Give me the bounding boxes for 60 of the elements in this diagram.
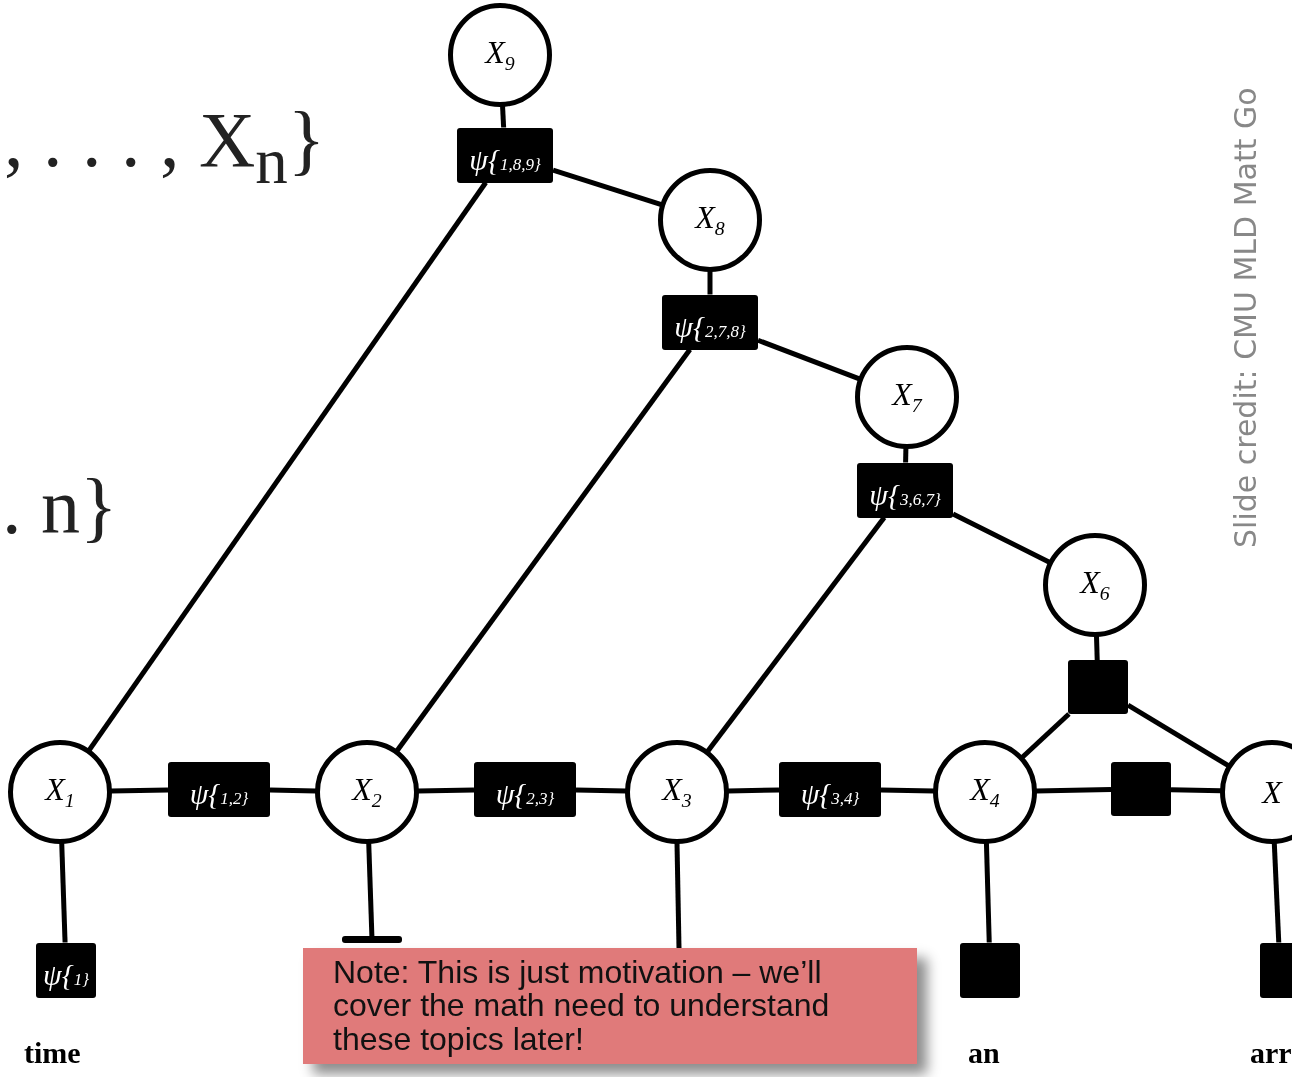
variable-label: X$_{3}$ [662, 771, 692, 813]
factor-label: ψ{3,6,7} [869, 477, 941, 512]
variable-label: X$_{6}$ [1080, 564, 1110, 606]
factor-edge [674, 842, 682, 949]
factor-node [457, 127, 553, 183]
factor-edge [1170, 787, 1222, 794]
factor-edge [705, 516, 887, 753]
note-callout: Note: This is just motivation – we’ll cover the math need to understand these topics later! [303, 948, 917, 1064]
factor-node [960, 942, 1020, 998]
variable-label: X$_{4}$ [970, 771, 1000, 813]
factor-node [474, 761, 576, 817]
factor-edge [1271, 842, 1282, 943]
factor-node [168, 761, 270, 817]
factor-edge [727, 787, 780, 794]
factor-edge [1094, 635, 1100, 661]
factor-node [662, 294, 758, 350]
factor-node [779, 761, 881, 817]
factor-edge [87, 181, 488, 752]
factor-edge [1126, 702, 1230, 768]
slide-credit: Slide credit: CMU MLD Matt Go [1228, 87, 1263, 548]
factor-node [1111, 762, 1171, 816]
factor-edge [59, 842, 68, 943]
factor-edge [575, 787, 627, 794]
variable-label: X$_{9}$ [485, 34, 515, 76]
factor-node [1068, 660, 1128, 714]
factor-label: ψ{2,3} [495, 776, 555, 811]
math-expression: , . . . , X$_{n}$} [4, 95, 326, 199]
factor-edge [903, 447, 909, 463]
factor-label: ψ{1,2} [189, 776, 249, 811]
factor-label: ψ{1,8,9} [469, 142, 541, 177]
math-expression: . n} [2, 462, 118, 552]
variable-label: X [1262, 773, 1282, 811]
factor-edge [880, 787, 935, 794]
factor-edge [395, 348, 692, 753]
factor-edge [110, 787, 169, 794]
cut-off-word: time [24, 1036, 81, 1070]
cut-off-word: arr [1250, 1036, 1292, 1070]
factor-node [1260, 942, 1292, 998]
factor-edge [1020, 712, 1071, 760]
factor-node [36, 942, 96, 998]
variable-label: X$_{8}$ [695, 199, 725, 241]
factor-edge [707, 271, 713, 295]
factor-edge [757, 337, 861, 382]
factor-label: ψ{3,4} [800, 776, 860, 811]
factor-node [342, 936, 402, 943]
factor-edge [951, 511, 1051, 565]
factor-label: ψ{1} [43, 957, 89, 992]
variable-label: X$_{1}$ [45, 771, 75, 813]
factor-edge [552, 167, 663, 207]
factor-edge [366, 842, 375, 937]
cut-off-word: an [968, 1036, 1000, 1070]
variable-label: X$_{2}$ [352, 771, 382, 813]
factor-edge [983, 842, 992, 943]
factor-edge [269, 787, 317, 794]
factor-edge [500, 105, 507, 128]
factor-label: ψ{2,7,8} [674, 309, 746, 344]
factor-node [857, 462, 953, 518]
factor-edge [1035, 787, 1112, 794]
factor-edge [417, 787, 475, 794]
variable-label: X$_{7}$ [892, 376, 922, 418]
